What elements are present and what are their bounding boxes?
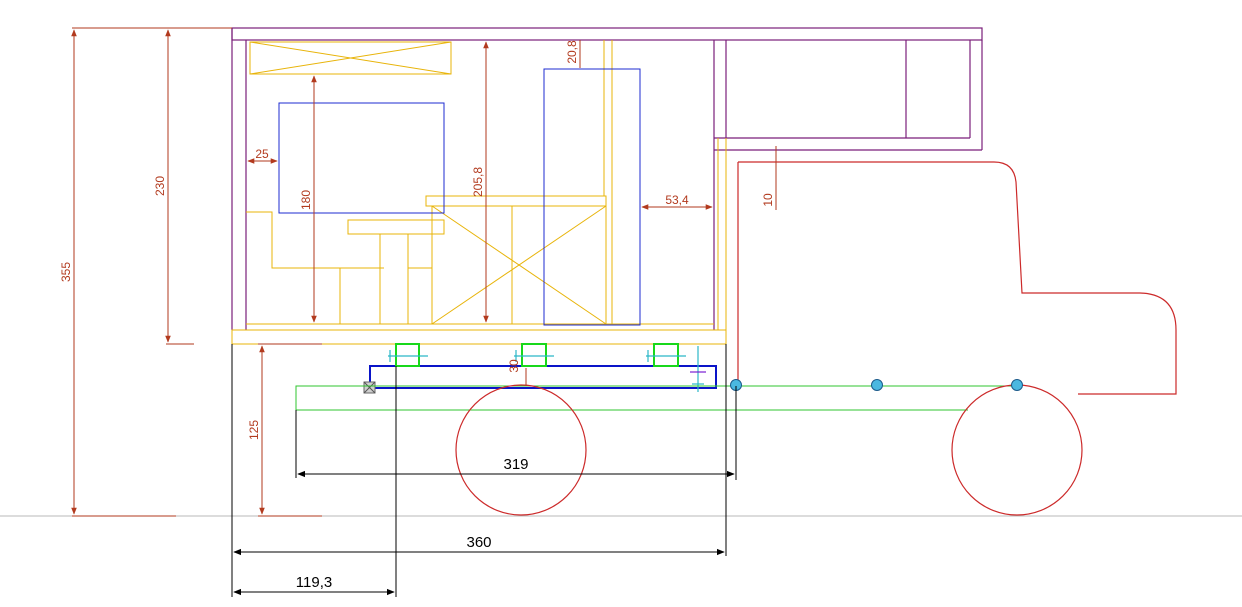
dim-floor-clearance: 125: [247, 420, 261, 440]
dim-axle-offset: 119,3: [296, 574, 332, 591]
mount-rear: [653, 343, 679, 367]
mount-bolts: [388, 346, 706, 392]
window-outline: [278, 102, 445, 214]
rear-wheel: [455, 384, 587, 516]
snap-marker: [363, 381, 376, 394]
dim-window-offset: 25: [255, 147, 269, 161]
red-dimension-lines: [71, 27, 777, 517]
dim-overall-height: 355: [59, 262, 73, 282]
front-wheel: [951, 384, 1083, 516]
dim-bed-height: 180: [299, 190, 313, 210]
camper-box-frame: [231, 27, 983, 330]
chassis-nodes: [730, 379, 1023, 391]
dim-top-gap: 20,8: [565, 40, 579, 64]
door-outline: [543, 68, 641, 326]
dim-cab-gap: 10: [761, 193, 775, 207]
dim-box-length: 360: [466, 534, 491, 551]
dim-door-gap: 53,4: [665, 193, 689, 207]
dim-chassis-length: 319: [503, 456, 528, 473]
interior-blue-elements: [278, 68, 641, 326]
dim-interior-height: 205,8: [471, 167, 485, 197]
interior-furniture: [231, 40, 727, 345]
chassis-rail: [295, 385, 1012, 411]
black-dimension-lines: [231, 344, 737, 597]
dim-box-height: 230: [153, 176, 167, 196]
mount-front: [395, 343, 420, 367]
subframe-mounts: [395, 343, 679, 367]
subframe: [366, 365, 717, 389]
mount-middle: [521, 343, 547, 367]
truck-cab: [737, 161, 1177, 395]
dim-subframe-height: 30: [507, 359, 521, 373]
